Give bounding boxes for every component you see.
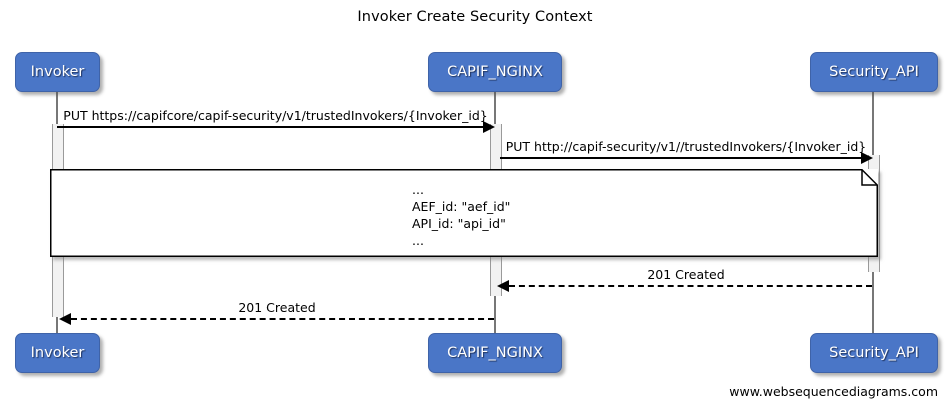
note-box: ... AEF_id: "aef_id" API_id: "api_id" ..…: [50, 169, 878, 257]
message-line-4: [71, 318, 494, 320]
participant-label: CAPIF_NGINX: [447, 345, 543, 361]
participant-invoker-top[interactable]: Invoker: [15, 52, 100, 92]
arrow-head-2: [861, 152, 873, 164]
participant-label: Invoker: [30, 64, 85, 80]
participant-security-api-bottom[interactable]: Security_API: [810, 333, 938, 373]
note-shape-icon: [50, 169, 878, 257]
message-label-1: PUT https://capifcore/capif-security/v1/…: [63, 108, 488, 123]
arrow-head-1: [483, 121, 495, 133]
participant-label: Security_API: [829, 64, 919, 80]
message-label-4: 201 Created: [238, 300, 316, 315]
page-title: Invoker Create Security Context: [357, 9, 593, 25]
participant-capif-nginx-top[interactable]: CAPIF_NGINX: [428, 52, 562, 92]
footer-watermark: www.websequencediagrams.com: [729, 384, 938, 399]
note-text: ... AEF_id: "aef_id" API_id: "api_id" ..…: [412, 182, 511, 248]
participant-label: CAPIF_NGINX: [447, 64, 543, 80]
arrow-head-3: [497, 280, 509, 292]
participant-label: Invoker: [30, 345, 85, 361]
participant-security-api-top[interactable]: Security_API: [810, 52, 938, 92]
message-label-2: PUT http://capif-security/v1//trustedInv…: [505, 139, 867, 154]
message-label-3: 201 Created: [647, 267, 725, 282]
message-line-1: [57, 126, 485, 128]
participant-invoker-bottom[interactable]: Invoker: [15, 333, 100, 373]
arrow-head-4: [59, 313, 71, 325]
message-line-2: [500, 157, 863, 159]
participant-capif-nginx-bottom[interactable]: CAPIF_NGINX: [428, 333, 562, 373]
message-line-3: [509, 285, 872, 287]
participant-label: Security_API: [829, 345, 919, 361]
